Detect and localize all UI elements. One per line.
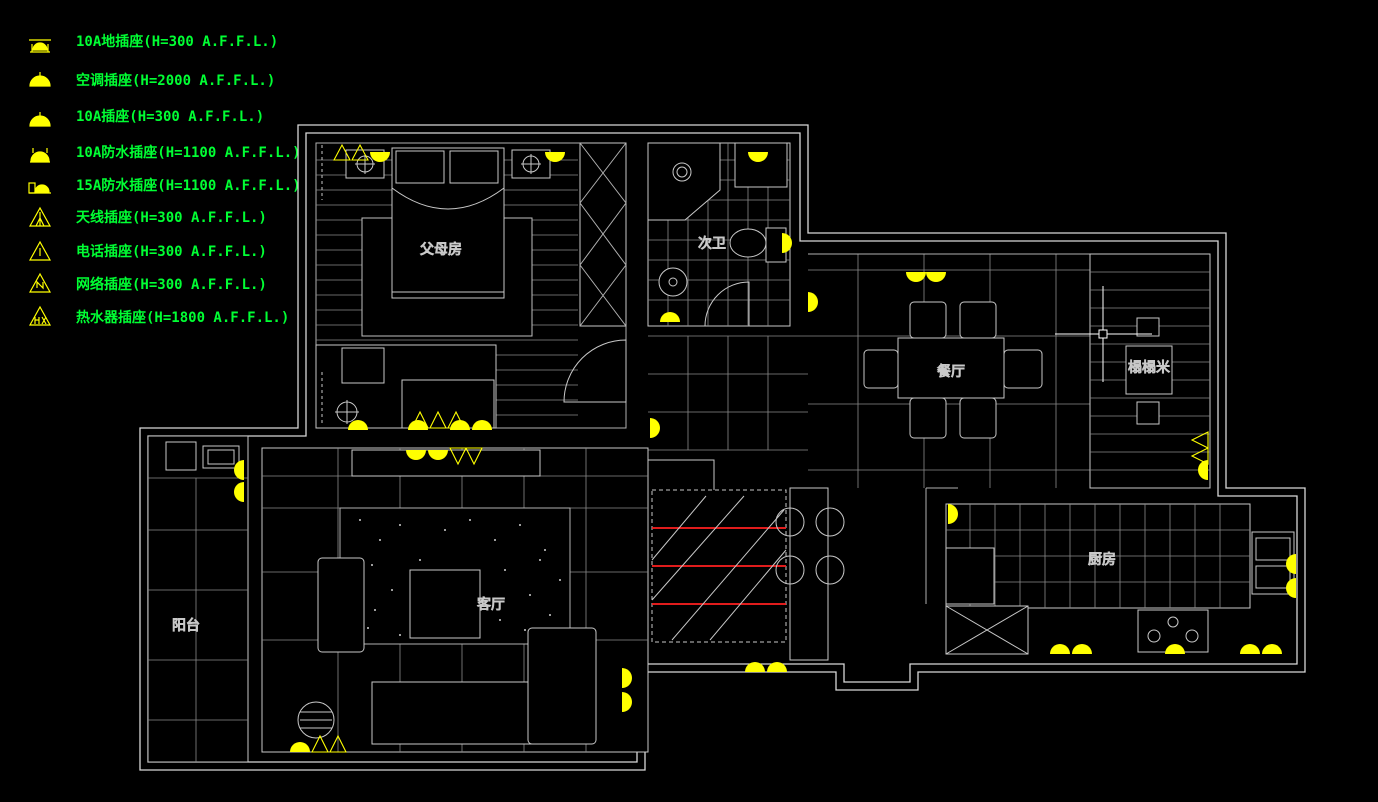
legend-label: 网络插座(H=300 A.F.F.L.)	[76, 276, 267, 293]
floor-socket-icon	[29, 39, 51, 53]
legend-item-phone-socket: 电话插座(H=300 A.F.F.L.)	[28, 240, 267, 261]
floor-plan: 父母房 次卫	[139, 124, 1306, 771]
socket-icon	[29, 112, 51, 127]
legend-item-floor-socket: 10A地插座(H=300 A.F.F.L.)	[29, 33, 278, 53]
room-label-bathroom: 次卫	[698, 236, 726, 252]
hallway-tiles	[648, 335, 808, 451]
legend-item-antenna-socket: 天线插座(H=300 A.F.F.L.)	[28, 206, 267, 227]
legend-label: 10A地插座(H=300 A.F.F.L.)	[76, 33, 278, 50]
room-label-living: 客厅	[477, 596, 505, 613]
room-label-kitchen: 厨房	[1088, 552, 1116, 568]
legend-label: 空调插座(H=2000 A.F.F.L.)	[76, 72, 275, 89]
living-room: 客厅	[261, 447, 649, 753]
waterproof-socket-icon	[30, 148, 50, 163]
kitchen: 厨房	[925, 487, 1295, 655]
legend-label: 10A插座(H=300 A.F.F.L.)	[76, 108, 264, 125]
legend-label: 10A防水插座(H=1100 A.F.F.L.)	[76, 144, 301, 161]
legend-item-socket: 10A插座(H=300 A.F.F.L.)	[29, 108, 264, 127]
legend-label: 热水器插座(H=1800 A.F.F.L.)	[76, 309, 289, 326]
phone-socket-icon	[28, 240, 52, 261]
room-label-balcony: 阳台	[172, 618, 200, 634]
antenna-socket-icon	[28, 206, 52, 227]
room-label-dining: 餐厅	[937, 364, 965, 380]
balcony: 阳台	[147, 435, 249, 763]
legend-label: 天线插座(H=300 A.F.F.L.)	[76, 209, 267, 226]
rug-texture	[354, 519, 561, 637]
room-label-tatami: 榻榻米	[1128, 360, 1170, 376]
legend-label: 15A防水插座(H=1100 A.F.F.L.)	[76, 177, 301, 194]
parents-room: 父母房	[315, 142, 627, 429]
legend-item-network-socket: 网络插座(H=300 A.F.F.L.)	[28, 272, 267, 293]
tatami-room: 榻榻米	[1089, 253, 1211, 489]
ac-socket-icon	[29, 72, 51, 87]
stair-cabinet	[648, 459, 845, 661]
waterproof-15a-socket-icon	[28, 182, 51, 194]
legend-item-waterproof-15a-socket: 15A防水插座(H=1100 A.F.F.L.)	[28, 177, 301, 194]
network-socket-icon	[28, 272, 52, 293]
dining-room: 餐厅	[808, 253, 1210, 488]
room-label-parents: 父母房	[420, 242, 462, 258]
crosshair-cursor-icon	[1055, 286, 1152, 382]
bathroom: 次卫	[647, 142, 791, 327]
legend: 10A地插座(H=300 A.F.F.L.) 空调插座(H=2000 A.F.F…	[28, 33, 301, 326]
legend-item-waterproof-socket: 10A防水插座(H=1100 A.F.F.L.)	[30, 144, 301, 163]
legend-item-ac-socket: 空调插座(H=2000 A.F.F.L.)	[29, 72, 275, 89]
data-outlets	[311, 143, 1209, 753]
legend-item-water-heater-socket: 热水器插座(H=1800 A.F.F.L.)	[28, 305, 289, 326]
water-heater-socket-icon	[28, 305, 52, 326]
legend-label: 电话插座(H=300 A.F.F.L.)	[76, 243, 267, 260]
